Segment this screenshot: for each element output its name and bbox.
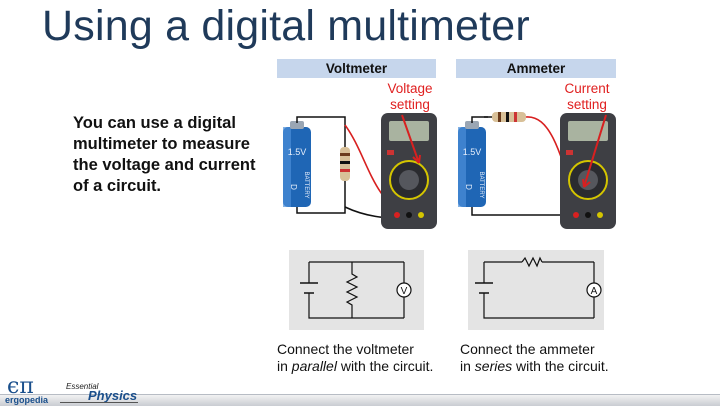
caption-text: in: [277, 358, 292, 374]
slide-body-text: You can use a digital multimeter to meas…: [73, 114, 256, 195]
ammeter-circuit-diagram: A: [468, 250, 604, 330]
ammeter-caption-line1: Connect the ammeter: [460, 341, 595, 357]
svg-text:1.5V: 1.5V: [463, 147, 482, 157]
voltage-setting-line1: Voltage: [387, 81, 433, 96]
resistor-icon: [484, 112, 526, 122]
caption-text: with the circuit.: [512, 358, 609, 374]
svg-text:BATTERY: BATTERY: [478, 171, 484, 198]
voltmeter-caption-line2: in parallel with the circuit.: [277, 358, 433, 375]
voltage-setting-label: Voltage setting: [380, 81, 440, 113]
ergopedia-logo-text: ergopedia: [5, 395, 49, 405]
voltmeter-caption-line1: Connect the voltmeter: [277, 341, 414, 357]
ammeter-caption: Connect the ammeter in series with the c…: [460, 341, 609, 375]
voltmeter-illustration: 1.5V BATTERY D: [283, 113, 437, 229]
caption-text: in: [460, 358, 475, 374]
caption-emphasis: parallel: [291, 358, 337, 374]
ammeter-illustration: 1.5V BATTERY D: [458, 112, 616, 229]
ergopedia-logo-icon: єπ: [7, 374, 34, 399]
current-setting-label: Current setting: [556, 81, 618, 113]
battery-icon: 1.5V BATTERY D: [458, 121, 486, 207]
svg-text:BATTERY: BATTERY: [303, 171, 309, 198]
svg-text:A: A: [591, 286, 598, 297]
essential-physics-logo-small: Essential: [66, 382, 99, 391]
resistor-icon: [340, 147, 350, 181]
caption-emphasis: series: [474, 358, 513, 374]
svg-text:D: D: [464, 184, 473, 190]
svg-text:1.5V: 1.5V: [288, 147, 307, 157]
footer-bar: [0, 394, 720, 406]
slide-title: Using a digital multimeter: [42, 2, 530, 50]
caption-text: with the circuit.: [336, 358, 434, 374]
svg-text:D: D: [289, 184, 298, 190]
battery-icon: 1.5V BATTERY D: [283, 121, 311, 207]
essential-physics-logo: Physics: [88, 388, 138, 403]
logo-underline: [60, 402, 138, 403]
ammeter-header: Ammeter: [456, 59, 616, 78]
ammeter-caption-line2: in series with the circuit.: [460, 358, 609, 375]
current-setting-line1: Current: [564, 81, 610, 96]
svg-text:V: V: [401, 286, 408, 297]
voltmeter-circuit-diagram: V: [289, 250, 424, 330]
voltmeter-caption: Connect the voltmeter in parallel with t…: [277, 341, 433, 375]
voltage-setting-line2: setting: [390, 97, 430, 112]
voltmeter-header: Voltmeter: [277, 59, 436, 78]
multimeter-icon: [381, 113, 437, 229]
current-setting-line2: setting: [567, 97, 607, 112]
